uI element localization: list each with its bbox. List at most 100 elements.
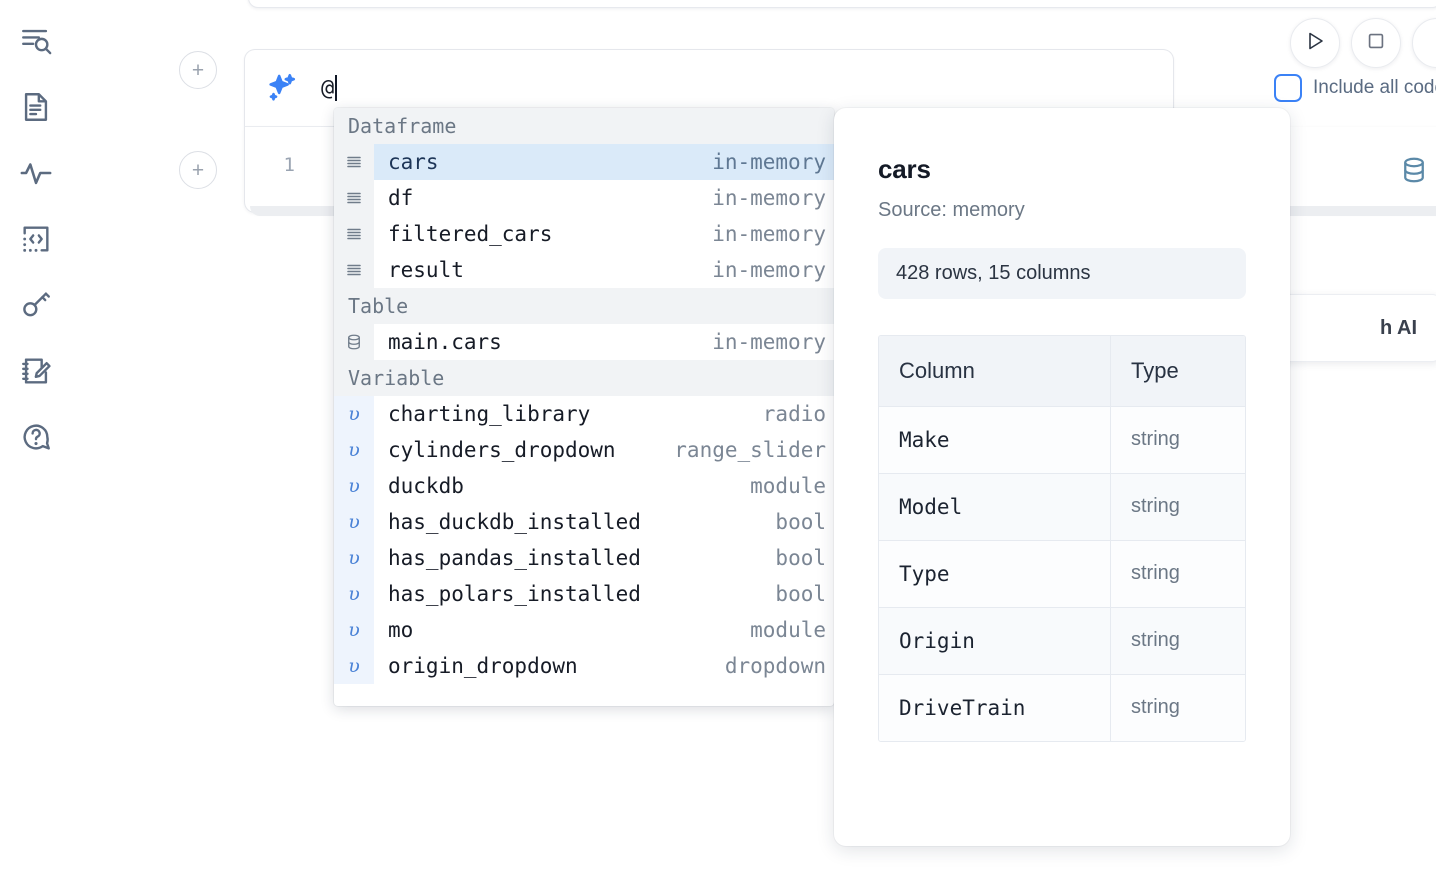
autocomplete-item-name: has_duckdb_installed <box>388 510 641 534</box>
dataframe-icon <box>334 252 374 288</box>
ai-prompt-input[interactable]: @ <box>321 75 338 101</box>
autocomplete-item-type: dropdown <box>724 654 826 678</box>
autocomplete-item[interactable]: υ origin_dropdown dropdown <box>334 648 834 684</box>
explore-search-icon <box>19 24 53 58</box>
preview-column-name: Type <box>879 541 1111 607</box>
variable-icon: υ <box>334 468 374 504</box>
stop-button[interactable] <box>1351 18 1401 68</box>
add-cell-button-top[interactable]: + <box>179 51 217 89</box>
autocomplete-item-type: radio <box>762 402 826 426</box>
cell-above-partial <box>248 0 1436 8</box>
help-chat-icon <box>19 420 53 454</box>
preview-table-header-row: Column Type <box>879 336 1245 407</box>
sidebar-item-notebook[interactable] <box>13 84 59 130</box>
preview-col-header: Column <box>879 336 1111 406</box>
activity-icon <box>19 156 53 190</box>
preview-title: cars <box>878 154 931 184</box>
sidebar-item-snippets[interactable] <box>13 216 59 262</box>
dataframe-icon <box>334 216 374 252</box>
sidebar-item-explore[interactable] <box>13 18 59 64</box>
autocomplete-item[interactable]: result in-memory <box>334 252 834 288</box>
autocomplete-item[interactable]: υ charting_library radio <box>334 396 834 432</box>
autocomplete-item-type: in-memory <box>712 258 826 282</box>
preview-column-name: Origin <box>879 608 1111 674</box>
autocomplete-section-header: Variable <box>334 360 834 396</box>
sidebar-item-scratchpad[interactable] <box>13 348 59 394</box>
stop-square-icon <box>1365 30 1387 57</box>
include-all-code-row[interactable]: Include all code <box>1274 74 1436 102</box>
include-all-code-checkbox[interactable] <box>1274 74 1302 102</box>
variable-icon: υ <box>334 504 374 540</box>
preview-column-type: string <box>1111 608 1245 674</box>
preview-column-type: string <box>1111 541 1245 607</box>
more-actions-button[interactable] <box>1412 18 1436 68</box>
document-icon <box>19 90 53 124</box>
autocomplete-item-name: df <box>388 186 414 210</box>
variable-icon: υ <box>334 612 374 648</box>
autocomplete-item-type: in-memory <box>712 222 826 246</box>
autocomplete-item-type: bool <box>775 510 826 534</box>
text-cursor <box>335 75 338 101</box>
autocomplete-section-header: Table <box>334 288 834 324</box>
autocomplete-item-type: in-memory <box>712 330 826 354</box>
autocomplete-item-type: in-memory <box>712 150 826 174</box>
variable-icon: υ <box>334 648 374 684</box>
autocomplete-item-type: range_slider <box>674 438 826 462</box>
autocomplete-item[interactable]: υ has_duckdb_installed bool <box>334 504 834 540</box>
code-snippet-icon <box>19 222 53 256</box>
autocomplete-item-type: in-memory <box>712 186 826 210</box>
preview-column-type: string <box>1111 474 1245 540</box>
preview-source: Source: memory <box>878 199 1025 221</box>
autocomplete-item-name: has_pandas_installed <box>388 546 641 570</box>
preview-column-name: Model <box>879 474 1111 540</box>
autocomplete-item-name: origin_dropdown <box>388 654 578 678</box>
sidebar-item-variables[interactable] <box>13 150 59 196</box>
preview-column-type: string <box>1111 675 1245 741</box>
autocomplete-item-type: module <box>750 618 826 642</box>
sidebar <box>0 0 72 874</box>
variable-icon: υ <box>334 576 374 612</box>
preview-stats-badge: 428 rows, 15 columns <box>878 248 1246 299</box>
database-icon <box>334 324 374 360</box>
preview-column-name: Make <box>879 407 1111 473</box>
dataframe-icon <box>334 180 374 216</box>
run-button[interactable] <box>1290 18 1340 68</box>
play-icon <box>1303 29 1327 58</box>
autocomplete-item[interactable]: df in-memory <box>334 180 834 216</box>
generate-with-ai-card[interactable]: h AI <box>1262 294 1436 362</box>
autocomplete-item-type: bool <box>775 582 826 606</box>
autocomplete-item-name: charting_library <box>388 402 591 426</box>
variable-icon: υ <box>334 396 374 432</box>
run-controls <box>1290 18 1436 68</box>
autocomplete-item[interactable]: υ has_pandas_installed bool <box>334 540 834 576</box>
line-number: 1 <box>283 154 295 176</box>
autocomplete-item-name: duckdb <box>388 474 464 498</box>
add-cell-button-bottom[interactable]: + <box>179 151 217 189</box>
preview-type-header: Type <box>1131 358 1179 383</box>
autocomplete-item-type: bool <box>775 546 826 570</box>
variable-icon: υ <box>334 540 374 576</box>
sidebar-item-help[interactable] <box>13 414 59 460</box>
autocomplete-item-type: module <box>750 474 826 498</box>
key-icon <box>19 288 53 322</box>
ai-prompt-value: @ <box>321 75 335 101</box>
autocomplete-item-name: result <box>388 258 464 282</box>
autocomplete-section-header: Dataframe <box>334 108 834 144</box>
database-icon[interactable] <box>1399 155 1429 190</box>
sidebar-item-secrets[interactable] <box>13 282 59 328</box>
include-all-code-label: Include all code <box>1313 77 1436 98</box>
sparkles-icon <box>265 71 299 105</box>
